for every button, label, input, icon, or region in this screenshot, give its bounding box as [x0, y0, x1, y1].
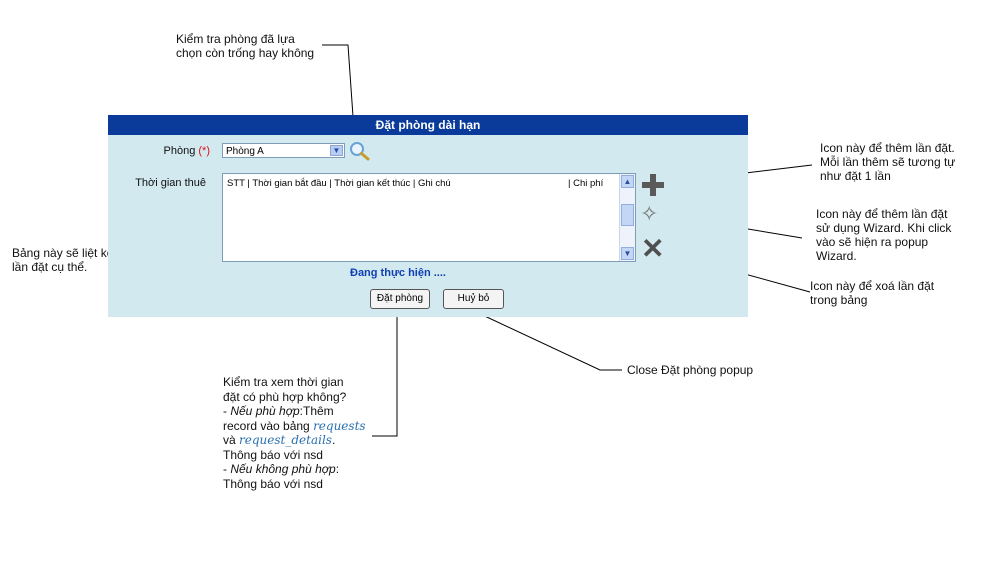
table-name-request-details: request_details [239, 433, 332, 447]
note-line: trong bảng [810, 293, 868, 307]
note-line: Mỗi lần thêm sẽ tương tự [820, 155, 956, 169]
magic-wand-icon[interactable]: ✧ [640, 201, 659, 226]
note-line: vào sẽ hiện ra popup [816, 235, 929, 249]
line-book [372, 311, 398, 437]
required-mark: (*) [198, 145, 210, 157]
note-text: : [335, 462, 340, 476]
room-select[interactable]: Phòng A ▼ [222, 143, 345, 158]
table-name-requests: requests [313, 418, 366, 433]
note-text: và [223, 433, 240, 447]
note-text: - [223, 462, 231, 476]
note-line: Close Đặt phòng popup [627, 363, 754, 377]
note-text: record vào bảng [223, 418, 314, 433]
scroll-thumb[interactable] [621, 204, 634, 226]
status-text: Đang thực hiện .... [350, 267, 446, 279]
note-book: Kiểm tra xem thời gian đặt có phù hợp kh… [223, 375, 366, 491]
plus-icon[interactable] [642, 174, 664, 196]
note-close: Close Đặt phòng popup [627, 363, 753, 377]
note-line: Kiểm tra xem thời gian [223, 375, 344, 389]
note-line: Icon này để xoá lần đặt [810, 279, 935, 293]
note-line: như đặt 1 lần [820, 169, 891, 183]
note-line: đặt có phù hợp không? [223, 389, 347, 404]
note-line: sử dụng Wizard. Khi click [816, 221, 952, 235]
dialog-title: Đặt phòng dài hạn [108, 115, 748, 135]
scroll-up-button[interactable]: ▲ [621, 175, 634, 188]
list-header-main: STT | Thời gian bắt đầu | Thời gian kết … [227, 178, 451, 189]
note-line: record vào bảng requests [223, 419, 366, 434]
note-line: Icon này để thêm lần đặt. [820, 141, 955, 155]
note-line: Thông báo với nsd [223, 476, 323, 491]
note-add: Icon này để thêm lần đặt. Mỗi lần thêm s… [820, 141, 955, 183]
note-line: Thông báo với nsd [223, 447, 323, 462]
note-line: Kiểm tra phòng đã lựa [176, 32, 295, 46]
note-line: lần đặt cụ thể. [12, 260, 88, 274]
book-button[interactable]: Đặt phòng [370, 289, 430, 309]
x-icon[interactable]: ✕ [641, 233, 665, 264]
chevron-down-icon[interactable]: ▼ [330, 145, 343, 156]
note-wizard: Icon này để thêm lần đặt sử dụng Wizard.… [816, 207, 951, 263]
note-line: và request_details. [223, 433, 366, 448]
booking-list[interactable]: STT | Thời gian bắt đầu | Thời gian kết … [222, 173, 636, 262]
room-label: Phòng (*) [120, 145, 210, 157]
note-text: . [331, 433, 336, 447]
note-line: Icon này để thêm lần đặt [816, 207, 948, 221]
note-check-room: Kiểm tra phòng đã lựa chọn còn trống hay… [176, 32, 314, 60]
scrollbar[interactable]: ▲ ▼ [619, 174, 635, 261]
note-line: - Nếu không phù hợp: [223, 462, 366, 477]
list-header-cost: | Chi phí [568, 178, 604, 189]
cancel-button[interactable]: Huỷ bỏ [443, 289, 504, 309]
note-text: - [223, 404, 231, 418]
note-text: Nếu không phù hợp [230, 462, 336, 476]
note-line: chọn còn trống hay không [176, 46, 315, 60]
line-cancel [473, 310, 622, 371]
period-label: Thời gian thuê [135, 177, 206, 189]
note-delete: Icon này để xoá lần đặt trong bảng [810, 279, 934, 307]
note-line: - Nếu phù hợp:Thêm [223, 404, 366, 419]
note-line: Wizard. [816, 249, 857, 263]
note-table: Bảng này sẽ liệt kê các lần đặt cụ thể. [12, 246, 135, 274]
room-select-value: Phòng A [226, 146, 264, 157]
note-text: :Thêm [299, 404, 334, 418]
note-text: Nếu phù hợp [230, 404, 300, 418]
room-label-text: Phòng [163, 145, 196, 157]
magnifier-icon[interactable] [349, 141, 371, 161]
note-line: Bảng này sẽ liệt kê các [12, 246, 136, 260]
line-check-room [322, 44, 356, 146]
scroll-down-button[interactable]: ▼ [621, 247, 634, 260]
